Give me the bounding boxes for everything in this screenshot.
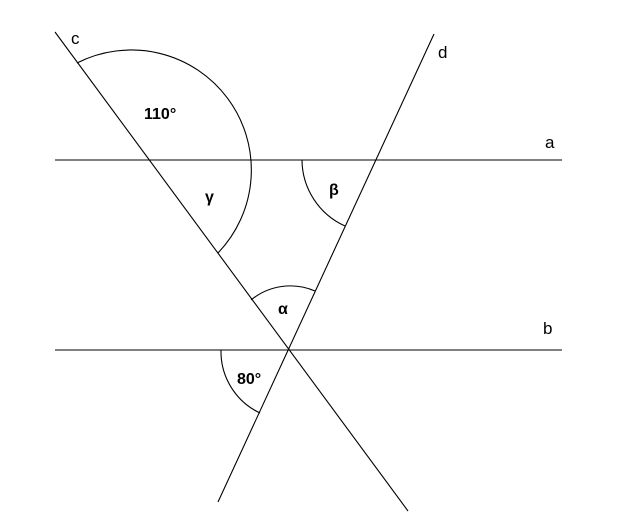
label-line-d: d (438, 43, 447, 62)
label-angle-80: 80° (237, 371, 261, 388)
label-angle-110: 110° (144, 106, 176, 123)
arc-alpha (250, 285, 316, 301)
label-line-b: b (543, 319, 552, 338)
label-angle-alpha: α (278, 301, 288, 318)
arc-beta (301, 159, 346, 227)
arc-110 (76, 49, 252, 254)
label-angle-beta: β (329, 182, 339, 199)
label-line-c: c (71, 29, 80, 48)
arc-80 (220, 349, 261, 414)
line-d (217, 33, 435, 503)
label-angle-gamma: γ (205, 189, 214, 206)
label-line-a: a (545, 133, 555, 152)
line-c (54, 31, 409, 512)
